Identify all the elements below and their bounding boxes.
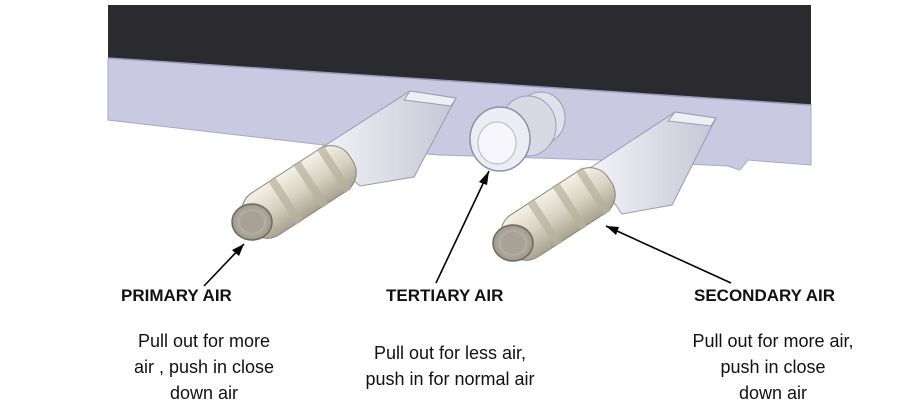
secondary-air-label: SECONDARY AIR <box>694 286 836 305</box>
secondary-desc-line-3: down air <box>738 383 808 403</box>
primary-air-description: Pull out for more air , push in close do… <box>104 328 304 406</box>
tertiary-arrow <box>435 170 490 284</box>
primary-air-label: PRIMARY AIR <box>121 286 232 305</box>
stove-top <box>108 5 811 105</box>
tertiary-desc-line-1: Pull out for less air, <box>373 343 527 363</box>
tertiary-air-description: Pull out for less air, push in for norma… <box>340 340 560 392</box>
tertiary-desc-line-2: push in for normal air <box>365 369 535 389</box>
primary-arrowhead <box>232 244 244 256</box>
primary-desc-line-2: air , push in close <box>133 357 275 377</box>
tertiary-air-label: TERTIARY AIR <box>386 286 504 305</box>
secondary-arrow <box>605 225 732 284</box>
primary-desc-line-1: Pull out for more <box>137 331 271 351</box>
secondary-arrowhead <box>606 226 619 235</box>
tertiary-air-control[interactable] <box>469 91 566 172</box>
primary-desc-line-3: down air <box>169 383 239 403</box>
secondary-air-control[interactable] <box>492 111 717 270</box>
secondary-desc-line-2: push in close <box>720 357 826 377</box>
primary-air-control[interactable] <box>231 90 457 248</box>
secondary-desc-line-1: Pull out for more air, <box>692 331 854 351</box>
secondary-air-description: Pull out for more air, push in close dow… <box>668 328 878 406</box>
tertiary-arrowhead <box>479 171 489 185</box>
panel-edge <box>107 57 812 106</box>
